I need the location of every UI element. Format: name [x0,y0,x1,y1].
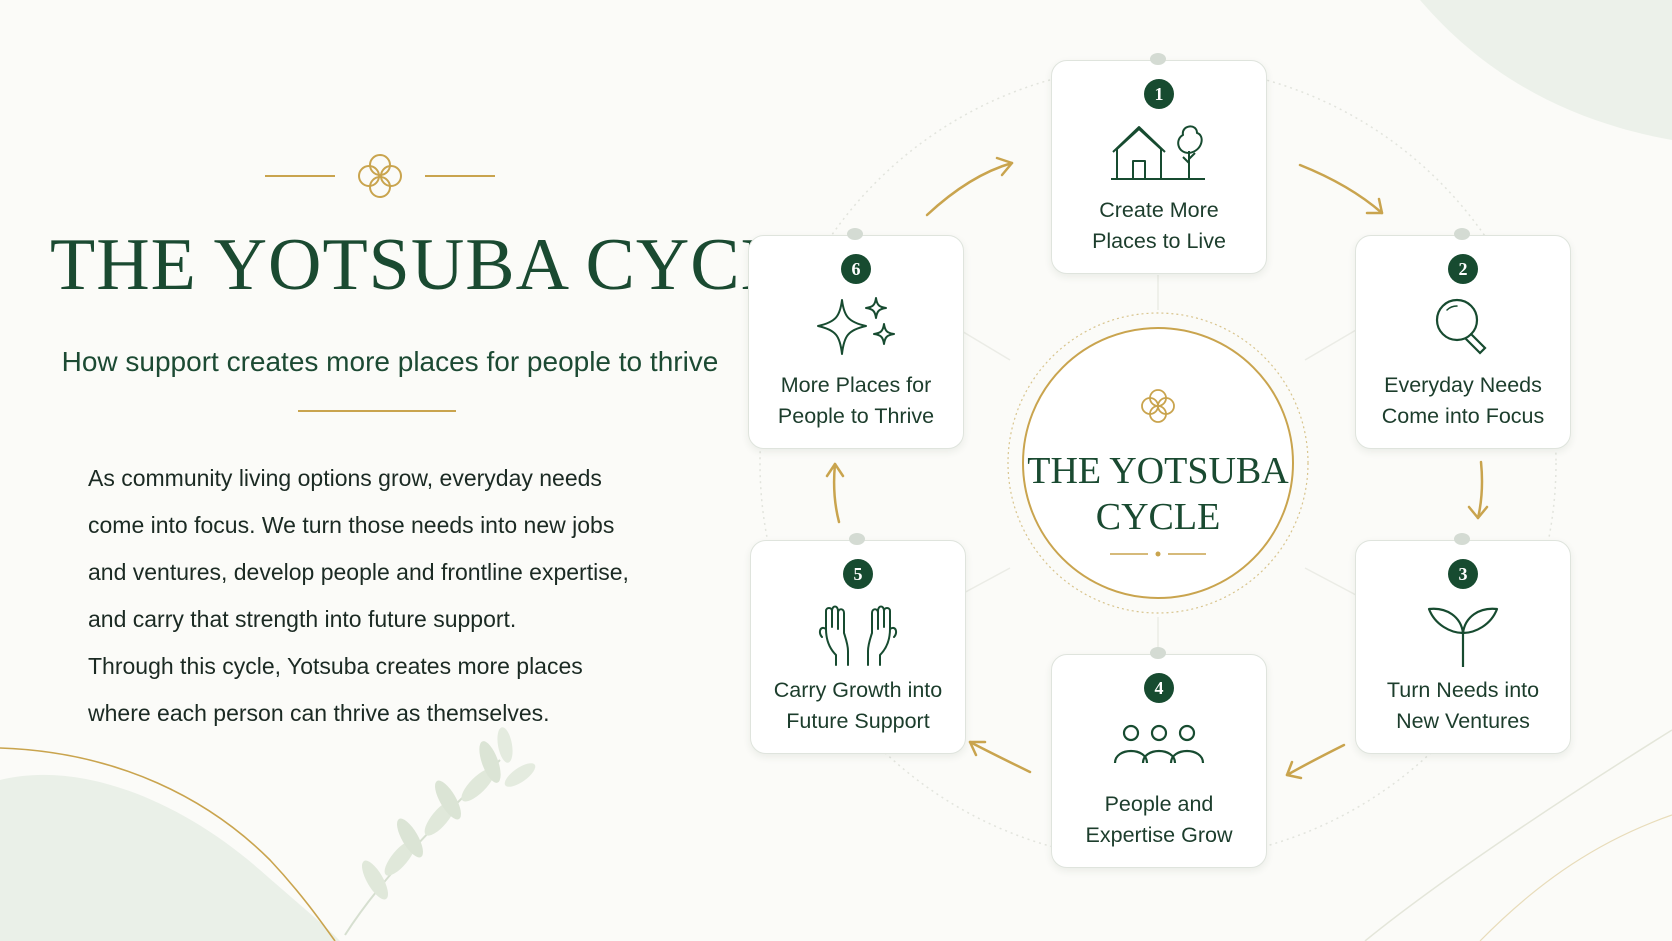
step-label-line: Turn Needs into [1386,678,1540,702]
step-label-line: Carry Growth into [773,678,943,702]
card-pin [1454,533,1470,545]
paragraph-line: where each person can thrive as themselv… [88,700,550,726]
arrow-3-to-4-head [1285,760,1303,780]
step-label-line: Create More [1099,198,1219,222]
step-label-line: More Places for [780,373,932,397]
step-number-badge: 4 [1144,673,1174,703]
step-number-badge: 2 [1448,254,1478,284]
step-label-line: Places to Live [1092,229,1226,253]
corner-wave-bottom-left [0,774,340,941]
people-group-icon [1113,724,1205,764]
arrow-3-to-4 [1285,743,1346,777]
house-tree-icon [1111,125,1205,180]
cycle-step-2: 2 Everyday Needs Come into Focus [1355,228,1571,449]
clover-icon [358,154,402,198]
intro-panel: THE YOTSUBA CYCLE How support creates mo… [0,0,834,941]
arrow-2-to-3 [1476,460,1484,520]
leaf-branch [344,727,536,936]
card-pin [1150,53,1166,65]
step-label-line: Future Support [786,709,930,733]
cycle-step-1: 1 Create More Places to Live [1051,53,1267,274]
paragraph-line: and ventures, develop people and frontli… [88,559,629,585]
open-hands-icon [818,605,898,666]
arrow-5-to-6 [832,462,841,524]
step-label: More Places for People to Thrive [757,370,955,432]
hub-title-line: CYCLE [1095,496,1221,538]
intro-paragraph: As community living options grow, everyd… [88,455,688,737]
step-label: Everyday Needs Come into Focus [1364,370,1562,432]
cycle-step-4: 4 People and Expertise Grow [1051,647,1267,868]
connector-lines [959,275,1357,652]
corner-wave-top-right [1420,0,1672,140]
paragraph-line: Through this cycle, Yotsuba creates more… [88,653,583,679]
arrow-6-to-1-head [995,156,1014,177]
step-label: Carry Growth into Future Support [759,675,957,737]
cycle-step-5: 5 Carry Growth into Future Support [750,533,966,754]
card-pin [849,533,865,545]
card-pin [847,228,863,240]
step-label-line: Come into Focus [1381,404,1545,428]
cycle-hub [1007,312,1309,614]
gold-line-bottom-right [1479,814,1672,941]
arrow-1-to-2-head [1365,197,1384,215]
thin-line-bottom-right [1364,729,1672,941]
paragraph-line: As community living options grow, everyd… [88,465,602,491]
step-label-line: People and [1104,792,1214,816]
step-label-line: People to Thrive [777,404,935,428]
step-label-line: Everyday Needs [1384,373,1542,397]
page-title: THE YOTSUBA CYCLE [50,224,834,306]
step-label-line: Expertise Grow [1085,823,1233,847]
arrow-6-to-1 [925,161,1014,217]
arrow-5-to-6-head [825,462,845,478]
cycle-step-3: 3 Turn Needs into New Ventures [1355,533,1571,754]
paragraph-line: and carry that strength into future supp… [88,606,517,632]
arrow-1-to-2 [1298,163,1384,215]
magnifier-icon [1435,298,1487,355]
hub-title-line: THE YOTSUBA [1027,450,1289,492]
step-number-badge: 3 [1448,559,1478,589]
step-label: People and Expertise Grow [1060,789,1258,851]
arrow-2-to-3-head [1467,505,1489,520]
step-label: Create More Places to Live [1060,195,1258,257]
cycle-arrows [825,156,1489,780]
sprout-icon [1427,607,1499,667]
step-label-line: New Ventures [1396,709,1530,733]
card-pin [1150,647,1166,659]
gold-divider [298,410,456,412]
arrow-4-to-5-head [968,740,987,757]
hub-title: THE YOTSUBA CYCLE [985,448,1331,540]
gold-swoosh-left [0,747,336,941]
step-number-badge: 1 [1144,79,1174,109]
step-label: Turn Needs into New Ventures [1364,675,1562,737]
card-pin [1454,228,1470,240]
cycle-step-6: 6 More Places for People to Thrive [748,228,964,449]
sparkles-icon [817,297,895,355]
arrow-4-to-5 [968,740,1032,774]
hub-clover-icon [1141,389,1175,423]
clover-ornament [265,154,495,198]
step-number-badge: 6 [841,254,871,284]
step-number-badge: 5 [843,559,873,589]
paragraph-line: come into focus. We turn those needs int… [88,512,615,538]
page-subtitle: How support creates more places for peop… [61,346,719,377]
